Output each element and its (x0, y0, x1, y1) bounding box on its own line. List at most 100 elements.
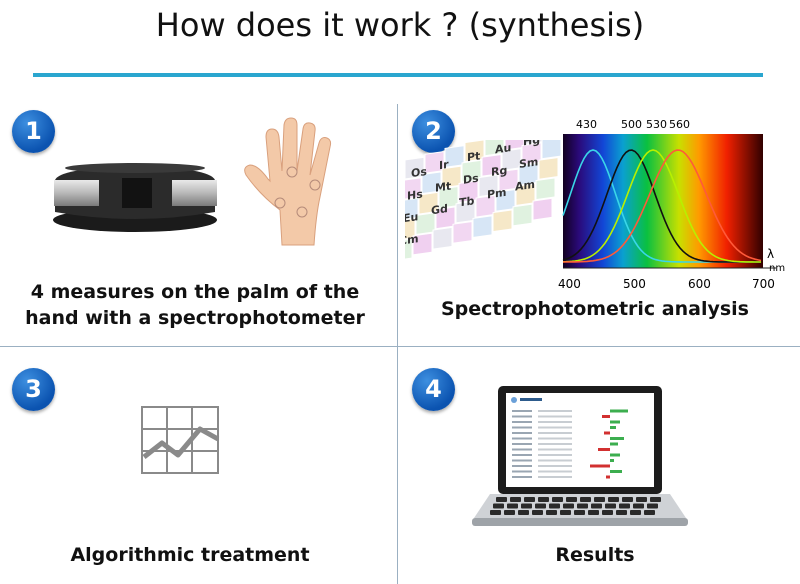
keyboard-key (580, 497, 591, 502)
periodic-cell (405, 197, 419, 221)
report-row-label (512, 454, 532, 456)
periodic-cell (495, 188, 516, 212)
x-tick-400: 400 (558, 277, 581, 291)
periodic-element-symbol: Eu (405, 210, 418, 225)
report-row-label (512, 426, 532, 429)
report-row-label (512, 459, 532, 462)
line-chart-icon (141, 406, 220, 474)
periodic-cell (492, 209, 513, 233)
periodic-cell (515, 183, 536, 206)
step-1-caption-line-1: 4 measures on the palm of the (30, 281, 360, 303)
periodic-cell (415, 212, 436, 236)
step-1-caption: 4 measures on the palm of the hand with … (10, 279, 380, 331)
periodic-element-symbol: Am (515, 178, 535, 194)
step-1-caption-line-2: hand with a spectrophotometer (25, 307, 365, 329)
keyboard-key (535, 503, 546, 509)
report-row-label (512, 410, 532, 412)
report-row-values (538, 454, 572, 456)
report-row-label (512, 421, 532, 423)
keyboard-key (566, 497, 577, 502)
horizontal-divider (0, 346, 800, 347)
report-row-values (538, 432, 572, 434)
report-row-bar (610, 470, 622, 473)
report-row-bar (610, 453, 620, 457)
report-row-label (512, 432, 532, 434)
report-row-values (538, 437, 572, 440)
report-row-label (512, 465, 532, 467)
keyboard-key (647, 503, 658, 509)
results-report-screen (506, 393, 654, 487)
report-row-bar (610, 437, 624, 440)
periodic-cell (438, 185, 459, 209)
periodic-element-symbol: Hs (407, 187, 423, 202)
step-3-badge: 3 (12, 368, 55, 411)
periodic-cell (472, 215, 493, 239)
keyboard-key (644, 510, 655, 515)
keyboard-key (577, 503, 588, 509)
periodic-cell (475, 194, 496, 218)
report-row-label (512, 448, 532, 451)
keyboard-key (608, 497, 619, 502)
periodic-element-symbol: Sm (519, 155, 538, 171)
periodic-cell (444, 145, 465, 168)
report-row-bar (604, 431, 610, 435)
report-row-label (512, 437, 532, 440)
keyboard-key (532, 510, 543, 515)
report-row-bar (610, 459, 614, 462)
laptop-results-icon (472, 386, 688, 526)
vertical-divider (397, 104, 398, 584)
keyboard-key (636, 497, 647, 502)
report-row-label (512, 415, 532, 418)
report-row-values (538, 448, 572, 451)
spectrophotometer-device-icon (53, 163, 217, 232)
periodic-element-symbol: Os (411, 165, 427, 180)
step-3-caption: Algorithmic treatment (70, 544, 310, 566)
periodic-element-symbol: Gd (431, 202, 448, 217)
periodic-cell (541, 140, 562, 160)
step-2-badge: 2 (412, 110, 455, 153)
periodic-cell (498, 168, 519, 192)
keyboard-key (619, 503, 630, 509)
periodic-cell (405, 177, 422, 200)
title-underline (33, 73, 763, 77)
keyboard-key (616, 510, 627, 515)
keyboard-key (594, 497, 605, 502)
periodic-cell (452, 221, 473, 244)
report-row-values (538, 470, 572, 473)
keyboard-key (510, 497, 521, 502)
periodic-element-symbol: Mt (435, 179, 452, 194)
report-row-values (538, 426, 572, 429)
periodic-cell (405, 156, 425, 180)
periodic-cell (435, 206, 456, 230)
periodic-element-symbol: Ir (439, 158, 449, 172)
peak-label-560: 560 (669, 118, 690, 131)
periodic-cell (535, 177, 556, 201)
keyboard-key (546, 510, 557, 515)
hand-palm-icon (244, 117, 332, 246)
report-row-bar (610, 409, 628, 413)
keyboard-key (538, 497, 549, 502)
keyboard-key (549, 503, 560, 509)
report-row-bar (590, 464, 610, 468)
periodic-cell (405, 238, 413, 262)
periodic-element-symbol: Hg (523, 140, 540, 148)
report-row-bar (610, 420, 620, 424)
keyboard-key (521, 503, 532, 509)
keyboard-key (650, 497, 661, 502)
keyboard-key (524, 497, 535, 502)
report-row-bar (598, 448, 610, 451)
peak-label-430: 430 (576, 118, 597, 131)
wavelength-unit: nm (769, 263, 785, 274)
report-row-values (538, 465, 572, 467)
wavelength-symbol: λ (767, 247, 774, 261)
report-row-bar (610, 442, 618, 446)
periodic-cell (524, 140, 545, 145)
x-tick-700: 700 (752, 277, 775, 291)
keyboard-key (633, 503, 644, 509)
keyboard-key (574, 510, 585, 515)
absorption-curve-500 (562, 149, 761, 263)
periodic-cell (538, 156, 559, 180)
periodic-cell (418, 191, 439, 215)
periodic-cell (501, 148, 522, 171)
